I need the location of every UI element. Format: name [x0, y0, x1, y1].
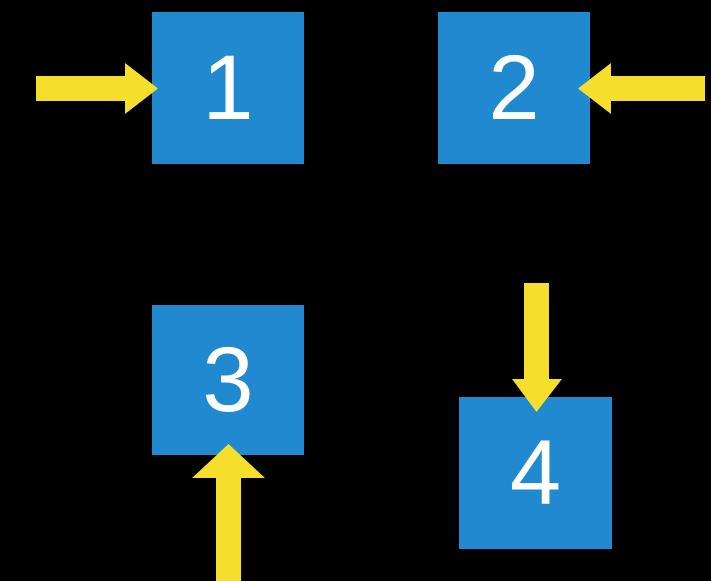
block-box-3[interactable]: 3	[152, 305, 304, 455]
block-box-2[interactable]: 2	[438, 12, 590, 164]
arrow-left-icon	[578, 63, 705, 114]
block-box-2-label: 2	[488, 37, 540, 139]
block-box-1-label: 1	[202, 37, 254, 139]
arrow-right-icon	[36, 63, 158, 114]
block-box-1[interactable]: 1	[152, 12, 304, 164]
block-box-4[interactable]: 4	[459, 397, 612, 549]
arrow-up-icon	[192, 444, 265, 581]
arrow-down-icon	[512, 283, 562, 412]
block-box-4-label: 4	[509, 422, 562, 524]
block-box-3-label: 3	[202, 329, 254, 431]
